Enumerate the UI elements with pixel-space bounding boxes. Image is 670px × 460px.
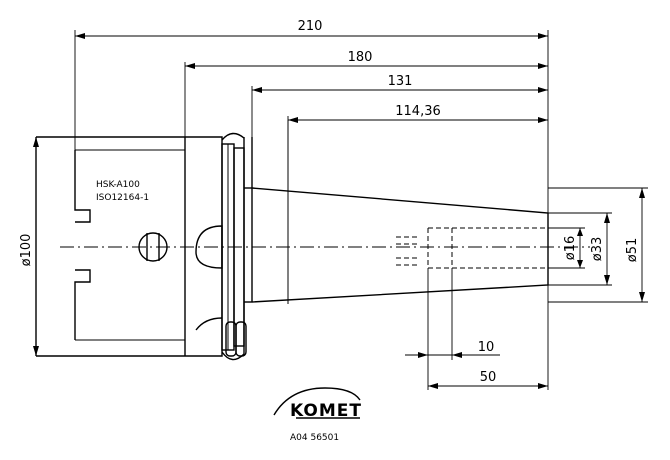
dim-taper-length: 114,36 <box>287 104 548 124</box>
dim-flange-diameter: ø100 <box>19 137 39 356</box>
shank-body <box>244 137 253 303</box>
dim-bore-diameter: ø16 <box>548 227 585 269</box>
dim-50-label: 50 <box>480 370 497 385</box>
dim-d51-label: ø51 <box>625 238 640 263</box>
part-marking-line2: ISO12164-1 <box>96 193 149 203</box>
dim-180-label: 180 <box>348 50 373 65</box>
dim-overall-length: 210 <box>74 19 549 390</box>
bore-hidden-lines <box>396 227 548 269</box>
dim-body-length: 180 <box>184 50 548 137</box>
dim-d33-label: ø33 <box>590 237 605 262</box>
dim-taper-diameter: ø51 <box>548 187 648 303</box>
gripper-groove <box>195 132 247 361</box>
dim-131-label: 131 <box>388 74 413 89</box>
logo-article-number: A04 56501 <box>290 433 339 443</box>
dim-114-36-label: 114,36 <box>395 104 441 119</box>
dim-bore-depth: 10 <box>405 268 500 390</box>
dim-shank-length: 131 <box>251 74 548 137</box>
dim-d16-label: ø16 <box>563 236 578 261</box>
logo-arc-icon <box>273 387 361 416</box>
dim-10-label: 10 <box>478 340 495 355</box>
dim-d100-label: ø100 <box>19 234 34 267</box>
taper-cone <box>251 120 549 304</box>
dim-nose-diameter: ø33 <box>548 212 612 286</box>
komet-logo: KOMET A04 56501 <box>273 387 362 443</box>
part-marking-line1: HSK-A100 <box>96 180 140 190</box>
logo-brand: KOMET <box>290 401 362 421</box>
dim-210-label: 210 <box>298 19 323 34</box>
dim-bore-length: 50 <box>428 370 548 389</box>
